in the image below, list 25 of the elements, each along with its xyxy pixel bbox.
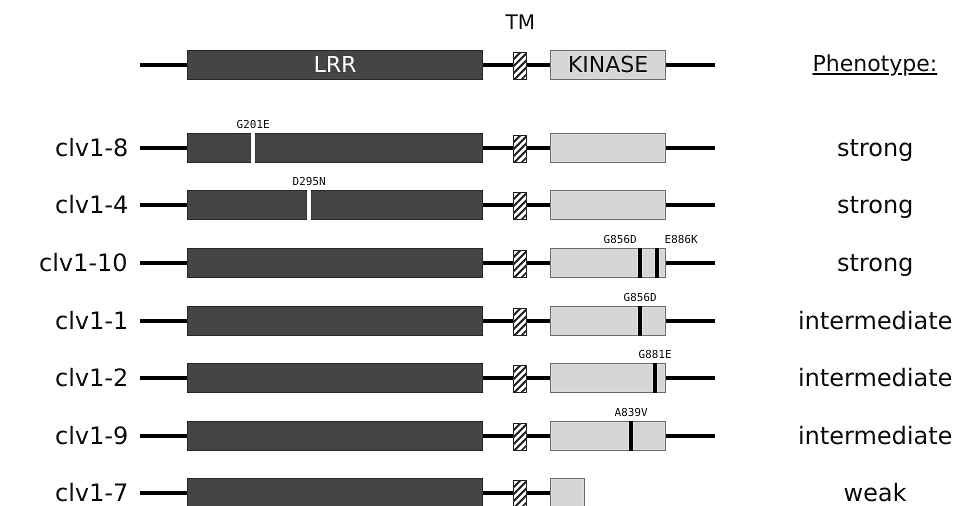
allele-name: clv1-10 bbox=[39, 251, 128, 275]
allele-name: clv1-7 bbox=[55, 481, 128, 505]
phenotype-label: weak bbox=[844, 481, 906, 505]
phenotype-label: intermediate bbox=[798, 424, 952, 448]
phenotype-label: strong bbox=[837, 193, 914, 217]
mutation-label: E886K bbox=[664, 234, 698, 244]
phenotype-label: intermediate bbox=[798, 309, 952, 333]
mutation-label: A839V bbox=[614, 406, 648, 418]
column-heading: Phenotype: bbox=[812, 54, 938, 76]
allele-name: clv1-2 bbox=[55, 366, 128, 390]
lrr-domain-box: LRR bbox=[187, 50, 483, 80]
kinase-domain-box: KINASE bbox=[550, 50, 666, 80]
mutation-label: D295N bbox=[292, 176, 326, 186]
domain-label: TM bbox=[506, 12, 535, 32]
allele-name: clv1-4 bbox=[55, 193, 128, 217]
allele-name: clv1-8 bbox=[55, 136, 128, 160]
mutation-label: G881E bbox=[638, 348, 672, 360]
mutation-label: G201E bbox=[236, 118, 270, 130]
mutation-label: G856D bbox=[624, 292, 657, 302]
allele-name: clv1-1 bbox=[55, 309, 128, 333]
phenotype-label: strong bbox=[837, 136, 914, 160]
phenotype-label: strong bbox=[837, 251, 914, 275]
phenotype-label: intermediate bbox=[798, 366, 952, 390]
mutation-label: G856D bbox=[604, 234, 637, 244]
allele-name: clv1-9 bbox=[55, 424, 128, 448]
